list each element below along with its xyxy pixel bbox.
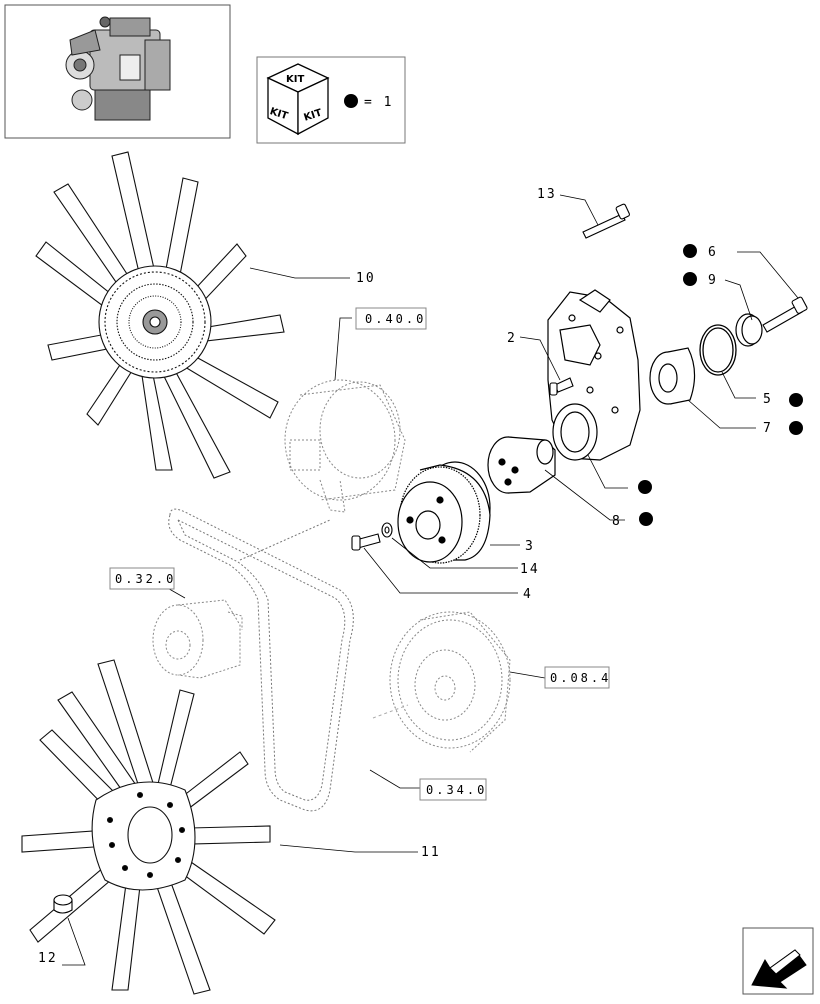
ref-label-0-40-0: 0.40.0 [365, 312, 426, 326]
kit-bullet-6-icon [683, 244, 697, 258]
bracket-screw[interactable] [549, 377, 574, 396]
engine-icon [65, 16, 171, 121]
pulley-bolt[interactable] [351, 533, 381, 551]
long-bolt[interactable] [582, 203, 630, 239]
kit-bullet-icon [344, 94, 358, 108]
kit-legend: KIT KIT KIT = 1 [256, 56, 406, 144]
callout-6: 6 [708, 245, 718, 260]
kit-bullet-7-icon [789, 421, 803, 435]
callout-12: 12 [38, 951, 58, 966]
ref-label-0-32-0: 0.32.0 [115, 572, 176, 586]
upper-fan[interactable] [35, 151, 285, 479]
callout-14: 14 [520, 562, 540, 577]
pulley[interactable] [397, 461, 491, 564]
alternator-reference-part[interactable] [284, 379, 406, 513]
kit-right-text: KIT [303, 108, 324, 124]
back-arrow-button[interactable] [742, 927, 814, 995]
callout-4: 4 [523, 587, 533, 602]
snap-ring[interactable] [699, 324, 737, 376]
callout-2: 2 [507, 331, 517, 346]
callout-9: 9 [708, 273, 718, 288]
callout-8: 8 [612, 514, 622, 529]
callout-5: 5 [763, 392, 773, 407]
ref-box-0-34-0[interactable]: 0.34.0 [419, 778, 487, 801]
kit-bullet-5-icon [789, 393, 803, 407]
ref-box-0-08-4[interactable]: 0.08.4 [544, 666, 611, 689]
kit-top-text: KIT [286, 74, 304, 85]
ref-box-0-32-0[interactable]: 0.32.0 [109, 567, 176, 590]
seal-cap[interactable] [735, 313, 763, 347]
callout-3: 3 [525, 539, 535, 554]
leader-lines [62, 194, 799, 966]
ref-box-0-40-0[interactable]: 0.40.0 [355, 307, 427, 330]
engine-thumbnail[interactable] [4, 4, 231, 139]
pump-hub[interactable] [487, 436, 556, 494]
callout-13: 13 [537, 187, 557, 202]
callout-10: 10 [356, 271, 376, 286]
pump-housing-bracket[interactable] [547, 289, 641, 461]
kit-left-text: KIT [268, 106, 289, 122]
flywheel-reference-part[interactable] [389, 611, 511, 753]
ref-label-0-34-0: 0.34.0 [426, 783, 487, 797]
kit-bullet-housing-icon [638, 480, 652, 494]
plug[interactable] [53, 894, 73, 914]
pump-reference-part[interactable] [152, 599, 243, 679]
kit-box-icon [266, 63, 330, 136]
bearing[interactable] [649, 347, 696, 405]
callout-11: 11 [421, 845, 441, 860]
kit-legend-text: = 1 [364, 95, 393, 110]
callout-7: 7 [763, 421, 773, 436]
washer[interactable] [381, 522, 393, 538]
ref-label-0-08-4: 0.08.4 [550, 671, 611, 685]
drive-belt[interactable] [168, 508, 354, 812]
lower-fan[interactable] [21, 659, 276, 995]
kit-bullet-9-icon [683, 272, 697, 286]
kit-bullet-8-icon [639, 512, 653, 526]
hub-bolt[interactable] [762, 296, 808, 333]
